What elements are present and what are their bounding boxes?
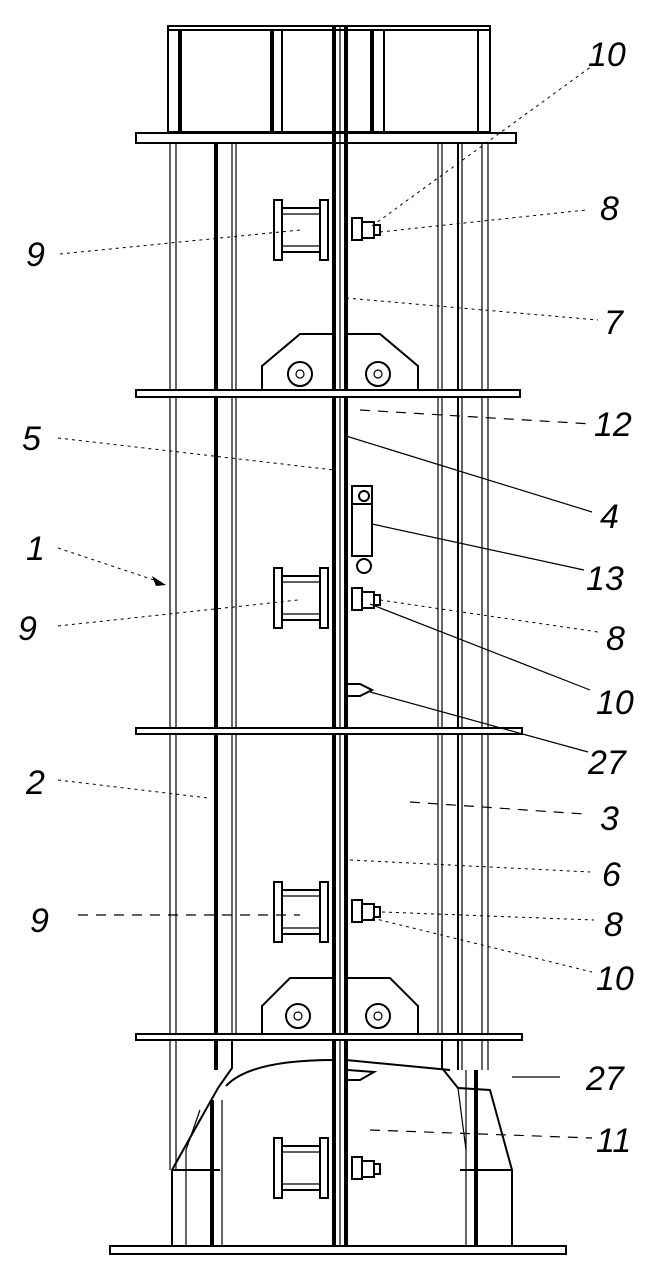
label-8-top: 8 xyxy=(600,190,619,228)
bolt-bottom xyxy=(351,1156,381,1180)
sensor-unit xyxy=(351,485,373,574)
label-9-lower: 9 xyxy=(30,902,49,940)
bolt-lower xyxy=(351,899,381,923)
top-head-assembly xyxy=(167,25,491,133)
label-27-lower: 27 xyxy=(585,1060,625,1098)
label-13: 13 xyxy=(586,560,624,598)
label-10-middle: 10 xyxy=(596,684,634,722)
pin-bracket-lower xyxy=(261,977,419,1034)
top-flange-plate xyxy=(135,132,517,144)
roller-middle xyxy=(273,567,329,629)
label-12: 12 xyxy=(594,406,632,444)
label-4: 4 xyxy=(600,498,619,536)
pin-bracket-upper xyxy=(261,333,419,390)
bolt-upper xyxy=(351,217,381,241)
label-9-top: 9 xyxy=(26,236,45,274)
base-housing xyxy=(171,1040,513,1250)
latch-lower xyxy=(347,1069,378,1081)
base-plate xyxy=(109,1245,567,1255)
label-8-middle: 8 xyxy=(606,620,625,658)
latch-upper xyxy=(346,683,375,697)
bolt-middle xyxy=(351,587,381,611)
diaphragm-plates xyxy=(135,389,523,1041)
roller-upper xyxy=(273,199,329,261)
label-10-top: 10 xyxy=(588,36,626,74)
label-2: 2 xyxy=(25,764,45,802)
label-7: 7 xyxy=(604,304,624,342)
label-9-middle: 9 xyxy=(18,610,37,648)
roller-lower xyxy=(273,881,329,943)
roller-bottom xyxy=(273,1137,329,1199)
label-6: 6 xyxy=(602,856,621,894)
central-guide-tube xyxy=(332,26,348,1250)
reference-labels: 10 8 9 7 12 5 4 1 13 9 8 10 27 2 3 6 9 8… xyxy=(18,36,634,1160)
label-1: 1 xyxy=(26,530,45,568)
label-3: 3 xyxy=(600,800,619,838)
label-8-lower: 8 xyxy=(604,906,623,944)
leader-lines xyxy=(57,65,599,1139)
label-27-upper: 27 xyxy=(587,744,627,782)
label-10-lower: 10 xyxy=(596,960,634,998)
label-5: 5 xyxy=(22,420,41,458)
label-11: 11 xyxy=(596,1122,631,1160)
mast-frame xyxy=(169,143,489,1170)
